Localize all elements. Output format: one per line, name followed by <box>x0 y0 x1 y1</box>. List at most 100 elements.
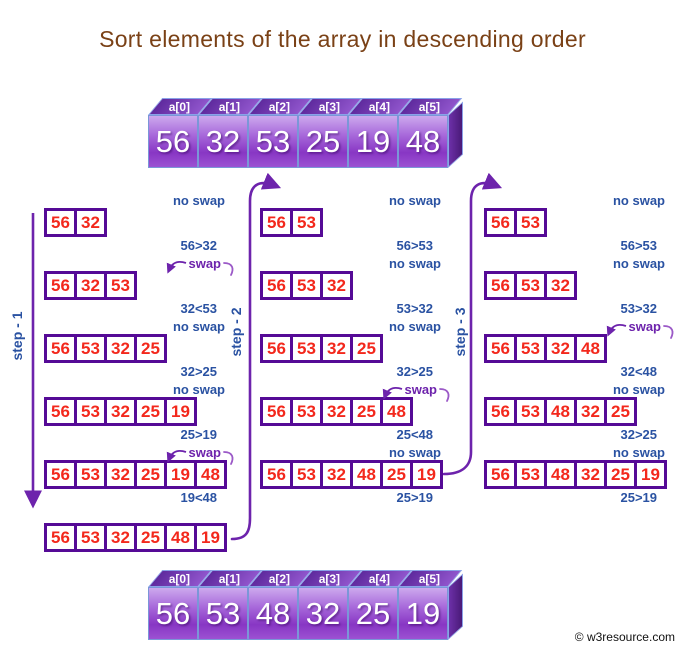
array-element-box: 19 <box>164 397 197 426</box>
array-element-box: 25 <box>604 460 637 489</box>
array-index-label: a[3] <box>319 99 341 114</box>
comparison-line: 32>25 <box>44 363 227 379</box>
annotation-line: no swap <box>260 314 443 334</box>
array-cube: a[4]19 <box>348 98 413 168</box>
array-element-box: 32 <box>574 460 607 489</box>
comparison-label: 32>25 <box>620 427 657 442</box>
array-cube: a[3]32 <box>298 570 363 640</box>
array-element-box: 56 <box>260 334 293 363</box>
array-element-box: 53 <box>290 208 323 237</box>
array-element-box: 32 <box>320 397 353 426</box>
array-cube: a[1]53 <box>198 570 263 640</box>
array-element-box: 32 <box>320 271 353 300</box>
swap-annotation: swap <box>165 257 236 276</box>
annotation-line: swap <box>44 440 234 465</box>
swap-annotation: swap <box>165 446 236 465</box>
array-element-box: 48 <box>164 523 197 552</box>
array-element-box: 25 <box>134 523 167 552</box>
array-element-box: 48 <box>380 397 413 426</box>
array-element-box: 32 <box>574 397 607 426</box>
comparison-line: 25>19 <box>260 489 443 505</box>
swap-curve-hook-icon <box>223 451 234 465</box>
array-cube: a[0]56 <box>148 98 213 168</box>
swap-curved-arrow-icon <box>383 386 403 400</box>
array-value: 25 <box>298 115 348 168</box>
array-element-box: 56 <box>44 460 77 489</box>
array-element-box: 32 <box>104 460 137 489</box>
no-swap-annotation: no swap <box>172 193 225 208</box>
annotation-line: no swap <box>44 314 227 334</box>
swap-annotation: swap <box>381 383 452 402</box>
annotation-line: no swap <box>44 188 227 208</box>
array-index-label: a[4] <box>369 99 391 114</box>
comparison-label: 53>32 <box>396 301 433 316</box>
array-element-box: 25 <box>604 397 637 426</box>
comparison-line: 25>19 <box>44 426 227 442</box>
array-element-box: 19 <box>194 523 227 552</box>
array-value: 32 <box>198 115 248 168</box>
swap-curve-hook-icon <box>439 388 450 402</box>
array-element-box: 56 <box>44 271 77 300</box>
array-element-box: 56 <box>484 334 517 363</box>
array-element-box: 53 <box>74 334 107 363</box>
array-element-box: 56 <box>44 208 77 237</box>
array-element-box: 32 <box>320 334 353 363</box>
array-element-box: 56 <box>260 397 293 426</box>
comparison-label: 56>32 <box>180 238 217 253</box>
comparison-line: 53>32 <box>484 300 667 316</box>
annotation-line: no swap <box>484 377 667 397</box>
comparison-label: 25>19 <box>180 427 217 442</box>
array-cube: a[1]32 <box>198 98 263 168</box>
array-index-label: a[1] <box>219 571 241 586</box>
array-element-box: 19 <box>634 460 667 489</box>
swap-label: swap <box>628 319 661 334</box>
annotation-line: swap <box>44 251 234 276</box>
comparison-line: 32<53 <box>44 300 227 316</box>
swap-curved-arrow-icon <box>607 323 627 337</box>
array-element-box: 53 <box>290 460 323 489</box>
array-element-box: 53 <box>74 397 107 426</box>
swap-curved-arrow-icon <box>167 260 187 274</box>
array-element-box: 53 <box>290 334 323 363</box>
comparison-line: 19<48 <box>44 489 227 505</box>
array-value: 56 <box>148 587 198 640</box>
no-swap-annotation: no swap <box>172 319 225 334</box>
no-swap-annotation: no swap <box>612 256 665 271</box>
array-element-box: 56 <box>484 208 517 237</box>
array-element-box: 48 <box>544 397 577 426</box>
annotation-line: no swap <box>44 377 227 397</box>
array-element-box: 56 <box>484 271 517 300</box>
array-index-label: a[0] <box>169 571 191 586</box>
array-element-box: 48 <box>544 460 577 489</box>
array-element-box: 25 <box>134 397 167 426</box>
comparison-line: 56>32 <box>44 237 227 253</box>
array-element-box: 56 <box>44 334 77 363</box>
no-swap-annotation: no swap <box>388 193 441 208</box>
comparison-line: 56>53 <box>484 237 667 253</box>
comparison-label: 25>19 <box>620 490 657 505</box>
array-value: 48 <box>398 115 448 168</box>
array-index-label: a[2] <box>269 99 291 114</box>
array-element-box: 56 <box>44 523 77 552</box>
comparison-label: 32>25 <box>396 364 433 379</box>
array-element-box: 25 <box>134 334 167 363</box>
